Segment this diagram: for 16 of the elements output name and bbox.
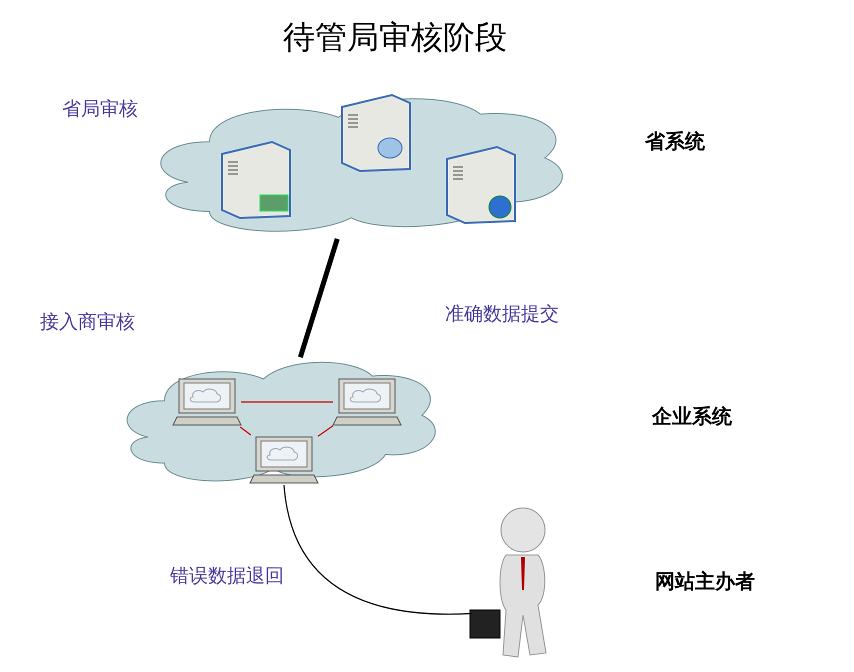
connector-line (240, 426, 252, 436)
connector-line (318, 425, 334, 437)
note-text: 接入商审核 (40, 310, 135, 335)
computer-icon (173, 377, 241, 427)
title: 待管局审核阶段 (282, 17, 508, 58)
computer-icon (333, 377, 401, 427)
system-label: 企业系统 (652, 403, 732, 430)
system-label: 省系统 (645, 128, 705, 155)
connector-line (298, 238, 340, 358)
computer-icon (250, 435, 318, 485)
note-text: 准确数据提交 (445, 302, 559, 327)
note-text: 错误数据退回 (170, 564, 284, 589)
note-text: 省局审核 (62, 97, 138, 122)
connector-line (283, 484, 472, 615)
system-label: 网站主办者 (655, 568, 755, 595)
connector-line (241, 401, 333, 403)
